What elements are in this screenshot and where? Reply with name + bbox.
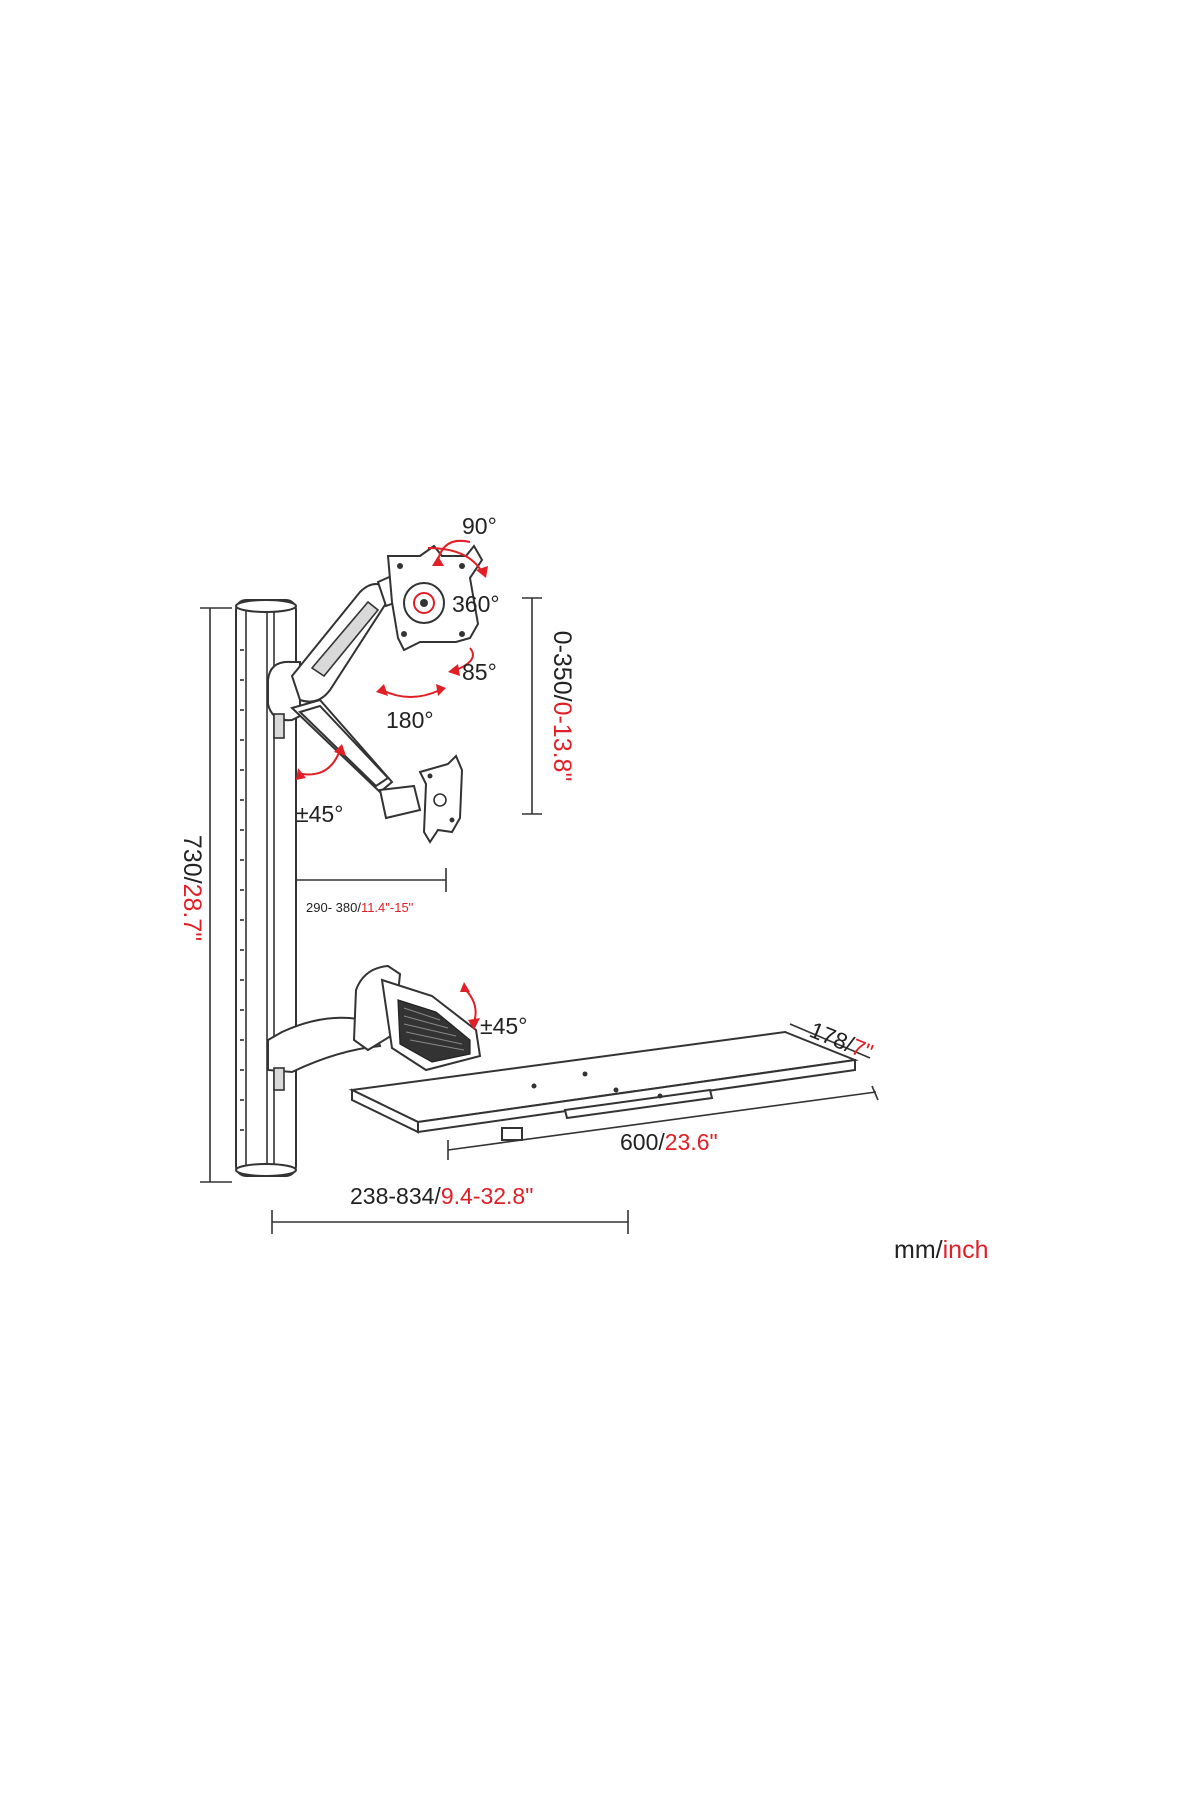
rotate-arrow (427, 547, 488, 578)
monitor-arm (267, 544, 484, 844)
monitor-reach-label: 290- 380/11.4"-15" (306, 900, 414, 915)
tray-width-label: 600/23.6" (620, 1129, 718, 1155)
tilt-up-arrow (432, 539, 471, 566)
dimension-tray-depth (789, 1023, 871, 1059)
dimension-monitor-height (522, 597, 542, 815)
tray-tilt-label: ±45° (480, 1013, 527, 1039)
monitor-height-label: 0-350/0-13.8" (548, 631, 576, 782)
dimension-monitor-reach (296, 868, 447, 892)
monitor-reach-inch: 11.4"-15" (361, 900, 414, 915)
rotate-label: 360° (452, 591, 500, 617)
monitor-height-mm: 0-350/ (548, 631, 576, 702)
tray-reach-label: 238-834/9.4-32.8" (350, 1183, 533, 1209)
swivel-label: 180° (386, 707, 434, 733)
pole-slot-marks (240, 649, 244, 1131)
tray-width-mm: 600/ (620, 1129, 665, 1155)
total-height-mm: 730/ (178, 835, 206, 884)
total-height-inch: 28.7" (178, 884, 206, 942)
tray-reach-inch: 9.4-32.8" (441, 1183, 534, 1209)
units-legend-mm: mm/ (894, 1236, 943, 1264)
total-height-label: 730/28.7" (178, 835, 206, 941)
dimension-total-height (200, 607, 232, 1183)
keyboard-tray (348, 1030, 859, 1141)
units-legend-inch: inch (943, 1236, 989, 1264)
arm-swivel-arrow (296, 744, 346, 780)
monitor-reach-mm: 290- 380/ (306, 900, 361, 915)
units-legend: mm/inch (894, 1236, 988, 1264)
swivel-arrow (376, 684, 446, 698)
tilt-down-arrow (448, 647, 474, 676)
tilt-up-label: 90° (462, 513, 497, 539)
monitor-height-inch: 0-13.8" (548, 702, 576, 782)
tray-tilt-arrow (460, 982, 480, 1030)
tilt-down-label: 85° (462, 659, 497, 685)
keyboard-arm (267, 964, 482, 1091)
tray-width-inch: 23.6" (665, 1129, 718, 1155)
dimension-tray-reach (271, 1210, 629, 1234)
tray-reach-mm: 238-834/ (350, 1183, 441, 1209)
dimension-tray-width (447, 1085, 879, 1160)
arm-swivel-label: ±45° (296, 801, 343, 827)
